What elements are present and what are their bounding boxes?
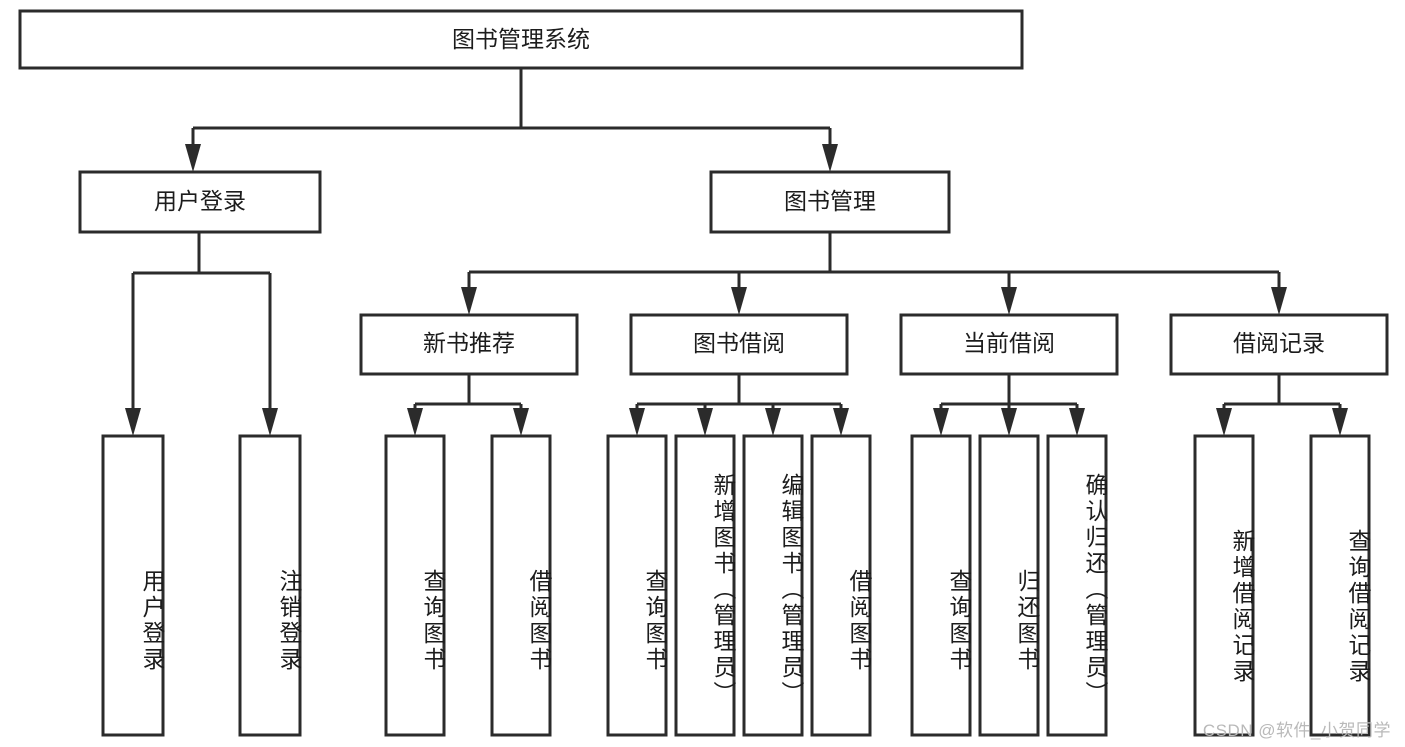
node-book-borrow-label: 图书借阅 (693, 330, 785, 356)
node-current-borrow-rect[interactable] (899, 313, 1119, 376)
node-leaf-add-book-rect[interactable] (674, 434, 736, 737)
connector-layer (125, 68, 1348, 436)
node-root[interactable]: 图书管理系统 (18, 9, 1024, 70)
arrow-leaf-return-book (1001, 408, 1017, 436)
node-leaf-user-logout-rect[interactable] (238, 434, 302, 737)
arrow-new-book-recommend (461, 287, 477, 315)
node-current-borrow-label: 当前借阅 (963, 330, 1055, 356)
arrow-borrow-record (1271, 287, 1287, 315)
arrow-leaf-add-record (1216, 408, 1232, 436)
node-borrow-record[interactable]: 借阅记录 (1169, 313, 1389, 376)
node-user-login[interactable]: 用户登录 (78, 170, 322, 234)
node-borrow-record-label: 借阅记录 (1233, 330, 1325, 356)
node-leaf-query-book-3-rect[interactable] (910, 434, 972, 737)
arrow-leaf-edit-book (765, 408, 781, 436)
node-new-book-recommend-rect[interactable] (359, 313, 579, 376)
node-book-manage-label: 图书管理 (784, 188, 876, 214)
node-new-book-recommend[interactable]: 新书推荐 (359, 313, 579, 376)
node-leaf-query-record-rect[interactable] (1309, 434, 1371, 737)
node-root-label: 图书管理系统 (452, 26, 590, 52)
node-new-book-recommend-label: 新书推荐 (423, 330, 515, 356)
node-book-borrow[interactable]: 图书借阅 (629, 313, 849, 376)
node-leaf-user-login-rect[interactable] (101, 434, 165, 737)
node-book-borrow-rect[interactable] (629, 313, 849, 376)
csdn-watermark: CSDN @软件_小贺同学 (1202, 721, 1391, 740)
node-leaf-borrow-book-1-rect[interactable] (490, 434, 552, 737)
arrow-leaf-user-logout (262, 408, 278, 436)
node-borrow-record-rect[interactable] (1169, 313, 1389, 376)
node-user-login-rect[interactable] (78, 170, 322, 234)
arrow-leaf-query-book-1 (407, 408, 423, 436)
node-leaf-query-book-2-rect[interactable] (606, 434, 668, 737)
arrow-book-borrow (731, 287, 747, 315)
node-leaf-query-book-1-rect[interactable] (384, 434, 446, 737)
arrow-leaf-add-book (697, 408, 713, 436)
node-leaf-confirm-return-rect[interactable] (1046, 434, 1108, 737)
node-book-manage[interactable]: 图书管理 (709, 170, 951, 234)
arrow-leaf-query-record (1332, 408, 1348, 436)
node-leaf-add-record-rect[interactable] (1193, 434, 1255, 737)
node-leaf-return-book-rect[interactable] (978, 434, 1040, 737)
node-book-manage-rect[interactable] (709, 170, 951, 234)
node-root-rect[interactable] (18, 9, 1024, 70)
arrow-leaf-query-book-2 (629, 408, 645, 436)
arrow-user-login (185, 144, 201, 172)
arrow-leaf-borrow-book-1 (513, 408, 529, 436)
node-leaf-edit-book-rect[interactable] (742, 434, 804, 737)
node-current-borrow[interactable]: 当前借阅 (899, 313, 1119, 376)
node-leaf-borrow-book-2-rect[interactable] (810, 434, 872, 737)
arrow-book-manage (822, 144, 838, 172)
node-user-login-label: 用户登录 (154, 188, 246, 214)
arrow-leaf-user-login (125, 408, 141, 436)
arrow-current-borrow (1001, 287, 1017, 315)
arrow-leaf-query-book-3 (933, 408, 949, 436)
arrow-leaf-confirm-return (1069, 408, 1085, 436)
arrow-leaf-borrow-book-2 (833, 408, 849, 436)
